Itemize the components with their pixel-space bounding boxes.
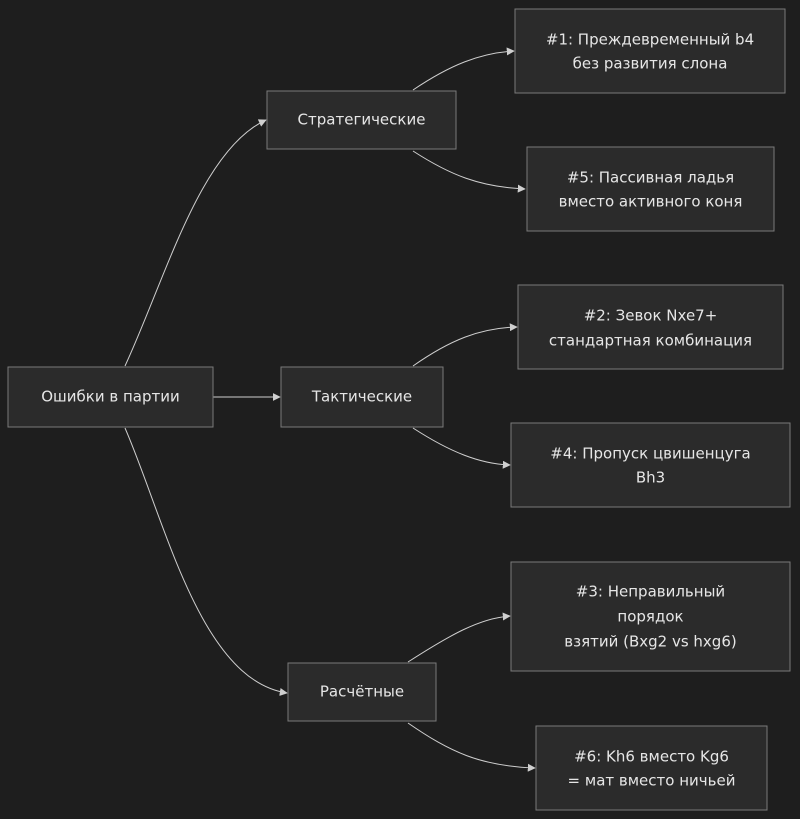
error-5-line-2: вместо активного коня (559, 193, 743, 211)
error-3-line-3: взятий (Bxg2 vs hxg6) (564, 633, 736, 651)
category-label-tactical: Тактические (311, 388, 412, 406)
error-2-line-1: #2: Зевок Nxe7+ (584, 307, 718, 325)
edge-root-calculation (124, 427, 288, 696)
error-node-6: #6: Kh6 вместо Kg6 = мат вместо ничьей (535, 725, 768, 811)
category-node-tactical: Тактические (280, 366, 444, 428)
error-5-line-1: #5: Пассивная ладья (567, 169, 734, 187)
error-3-line-1: #3: Неправильный (576, 583, 725, 601)
error-3-line-2: порядок (617, 608, 683, 626)
edge-calculation-error-6 (407, 722, 536, 772)
error-node-1: #1: Преждевременный b4 без развития слон… (514, 8, 786, 94)
error-node-5: #5: Пассивная ладья вместо активного кон… (526, 146, 775, 232)
error-1-line-2: без развития слона (573, 55, 728, 73)
category-label-calculation: Расчётные (320, 683, 404, 701)
error-4-line-1: #4: Пропуск цвишенцуга (550, 445, 750, 463)
category-node-calculation: Расчётные (287, 662, 437, 722)
error-node-2: #2: Зевок Nxe7+ стандартная комбинация (517, 284, 784, 370)
error-node-4: #4: Пропуск цвишенцуга Bh3 (510, 422, 791, 508)
edge-strategic-error-1 (412, 47, 515, 91)
error-2-line-2: стандартная комбинация (549, 332, 752, 350)
root-node: Ошибки в партии (7, 366, 214, 428)
category-label-strategic: Стратегические (298, 111, 426, 129)
root-node-label: Ошибки в партии (41, 388, 179, 406)
edge-tactical-error-2 (412, 323, 518, 367)
category-node-strategic: Стратегические (266, 90, 457, 150)
error-6-line-2: = мат вместо ничьей (568, 772, 736, 790)
error-4-line-2: Bh3 (636, 469, 665, 487)
error-node-3: #3: Неправильный порядок взятий (Bxg2 vs… (510, 561, 791, 672)
edge-calculation-error-3 (407, 612, 511, 663)
error-6-line-1: #6: Kh6 вместо Kg6 (574, 748, 729, 766)
edge-strategic-error-5 (412, 150, 526, 193)
edge-root-strategic (124, 119, 267, 367)
edge-tactical-error-4 (412, 427, 511, 469)
error-1-line-1: #1: Преждевременный b4 (546, 31, 754, 49)
